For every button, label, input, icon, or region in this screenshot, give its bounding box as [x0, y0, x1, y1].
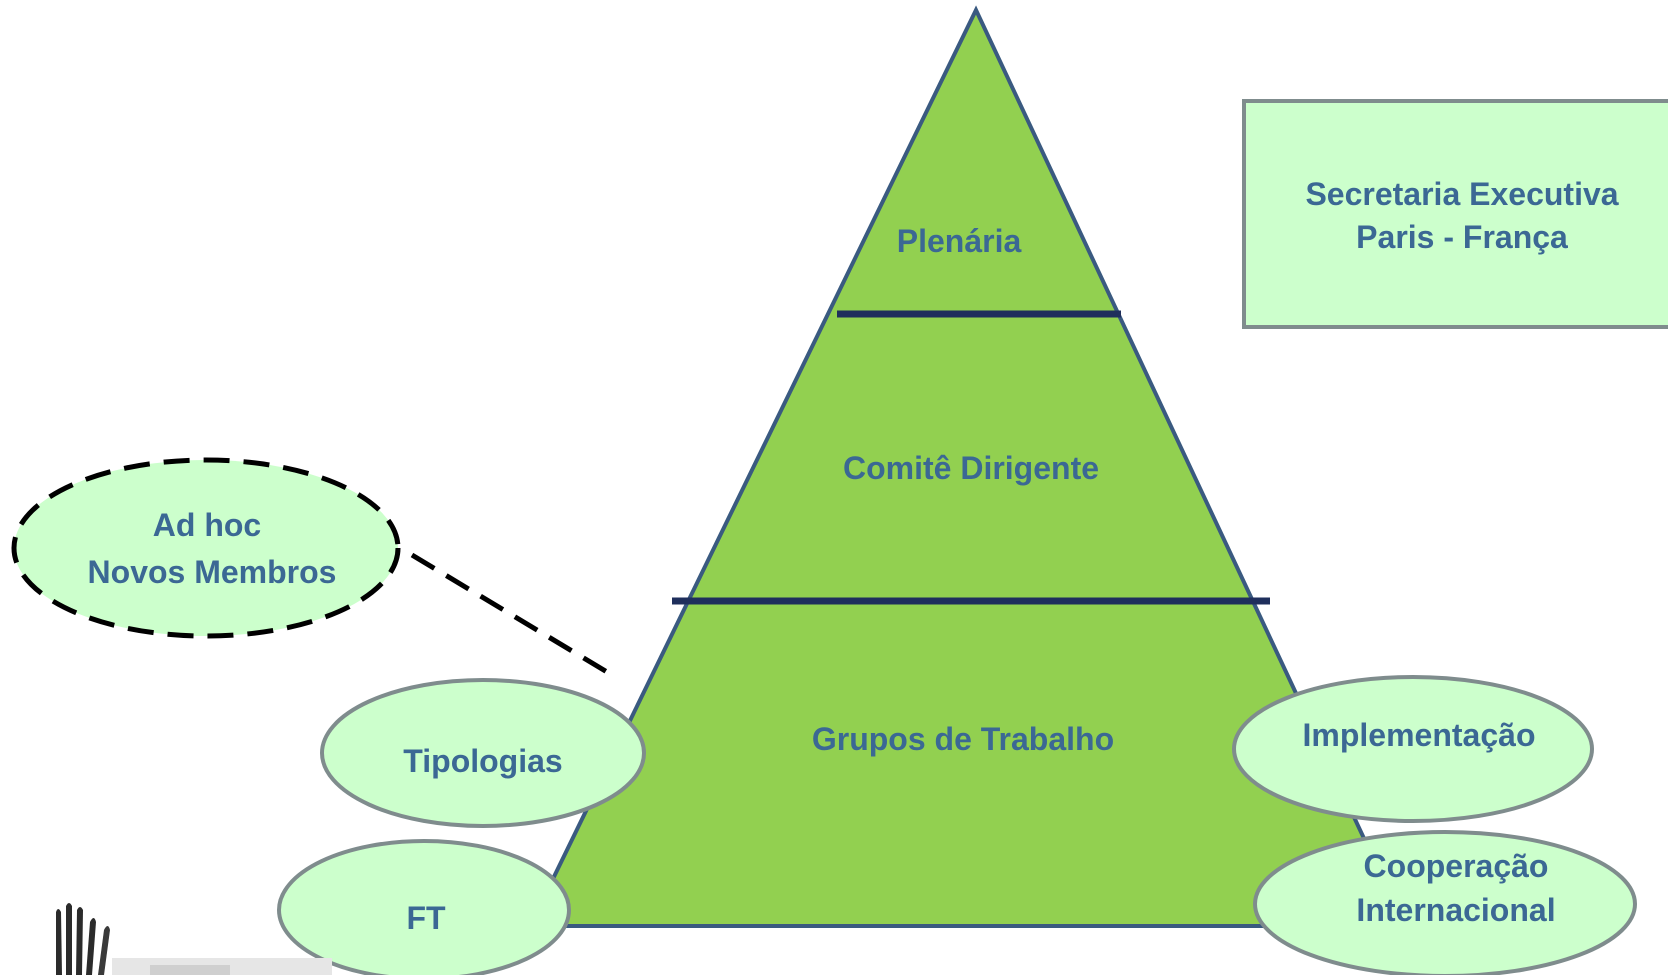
tipologias-ellipse — [320, 678, 646, 828]
pyramid-top-label: Plenária — [897, 223, 1022, 259]
cooperacao-line2: Internacional — [1356, 892, 1555, 928]
ad-hoc-ellipse — [11, 457, 401, 639]
implementacao-label: Implementação — [1303, 717, 1536, 753]
cooperacao-line1: Cooperação — [1364, 848, 1549, 884]
secretariat-box — [1242, 99, 1668, 329]
tipologias-label: Tipologias — [403, 743, 562, 779]
implementacao-ellipse — [1232, 675, 1594, 823]
cooperacao-ellipse — [1253, 830, 1637, 975]
pyramid-bottom-label: Grupos de Trabalho — [812, 721, 1114, 757]
secretariat-line1: Secretaria Executiva — [1305, 176, 1618, 212]
pyramid-shape — [526, 5, 1409, 928]
ft-ellipse — [277, 839, 571, 975]
ad-hoc-line1: Ad hoc — [153, 507, 261, 543]
secretariat-line2: Paris - França — [1356, 219, 1568, 255]
ad-hoc-connector — [410, 552, 609, 675]
hand-logo-icon — [56, 903, 332, 975]
pyramid-middle-label: Comitê Dirigente — [843, 450, 1099, 486]
ft-label: FT — [406, 900, 446, 936]
ad-hoc-line2: Novos Membros — [88, 554, 337, 590]
